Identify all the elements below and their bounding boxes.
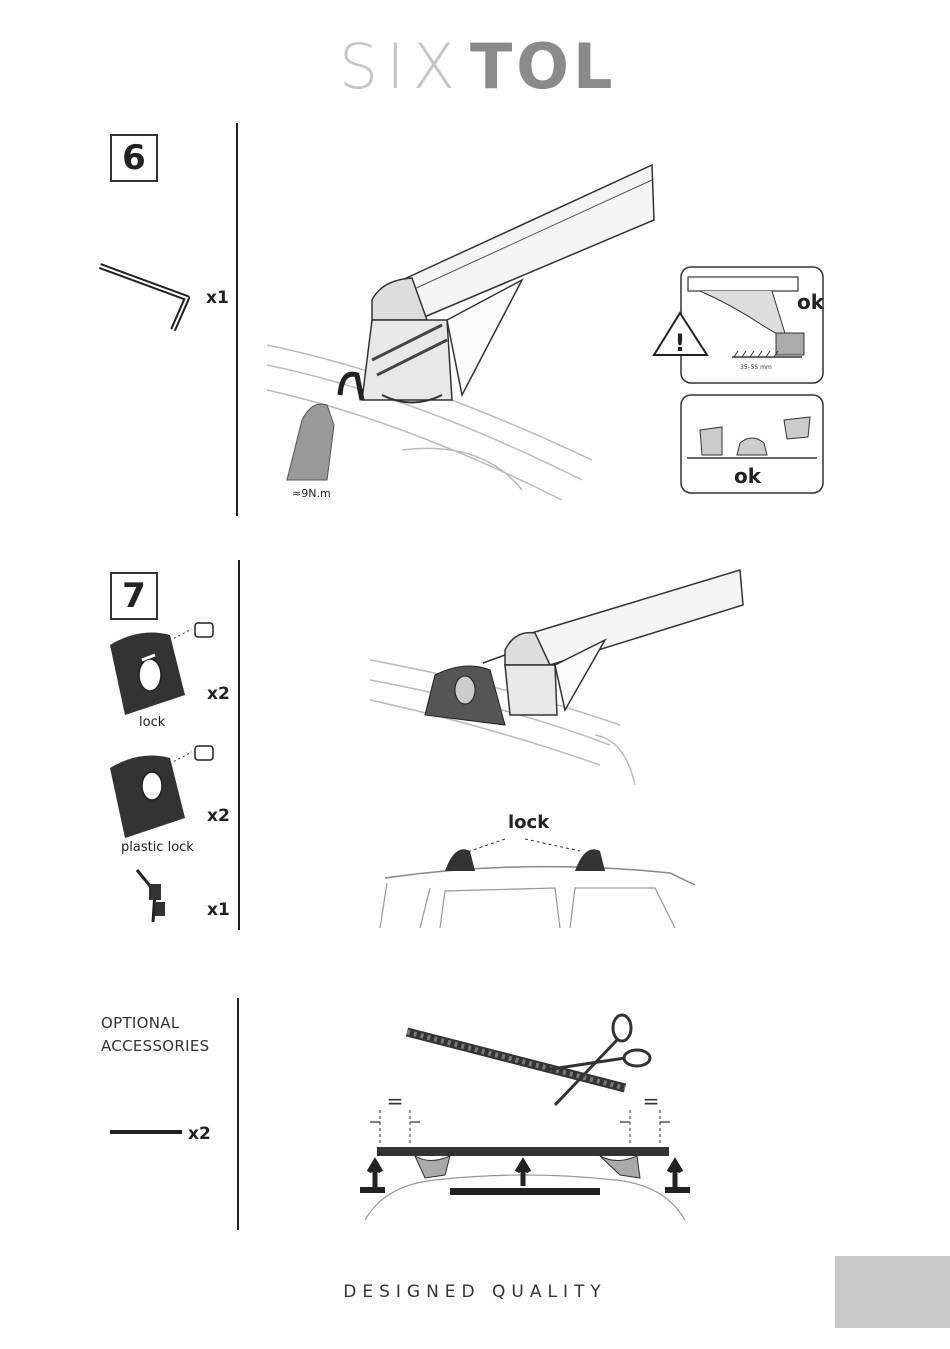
step-6-bar-installation-illustration: ≈9N.m [262,160,662,505]
optional-accessories-title-line1: OPTIONAL [101,1012,179,1035]
brand-logo: SIX TOL [0,28,950,98]
page-number-box [835,1256,950,1328]
car-roof-locks-illustration [375,833,720,933]
step-6-number-text: 6 [122,138,146,178]
lock-caption: lock [139,715,165,730]
step-6-number: 6 [110,134,158,182]
strip-cutting-illustration: = = [355,1010,700,1225]
key-qty: x1 [207,900,230,920]
clearance-dimension-label: 35–55 mm [740,364,772,371]
step-7-number: 7 [110,572,158,620]
warning-icon: ! [675,329,686,357]
brand-logo-bold: TOL [470,30,617,98]
key-icon [125,862,185,937]
optional-divider [237,998,239,1230]
step-6-divider [236,123,238,516]
brand-logo-light: SIX [339,30,463,98]
plastic-lock-caption: plastic lock [121,840,194,855]
torque-label: ≈9N.m [292,487,331,500]
step-7-cover-installation-illustration [365,565,750,790]
plastic-lock-qty: x2 [207,806,230,826]
ok-label-top: ok [797,290,825,314]
step-6-clearance-warning-panels: 35–55 mm ok ! ok [652,265,827,497]
allen-key-icon [95,258,205,338]
optional-accessories-title-line2: ACCESSORIES [101,1035,209,1058]
lock-callout: lock [508,812,549,833]
footer-tagline: DESIGNED QUALITY [0,1282,950,1302]
ok-label-bottom: ok [734,464,762,488]
equal-mark-left: = [387,1089,404,1113]
step-7-divider [238,560,240,930]
allen-key-qty: x1 [206,288,229,308]
step-7-number-text: 7 [122,576,146,616]
lock-cover-icon [100,615,225,720]
equal-mark-right: = [643,1089,660,1113]
lock-qty: x2 [207,684,230,704]
rubber-strip-qty: x2 [188,1124,211,1144]
rubber-strip-icon [110,1130,182,1134]
plastic-lock-cover-icon [100,738,225,843]
